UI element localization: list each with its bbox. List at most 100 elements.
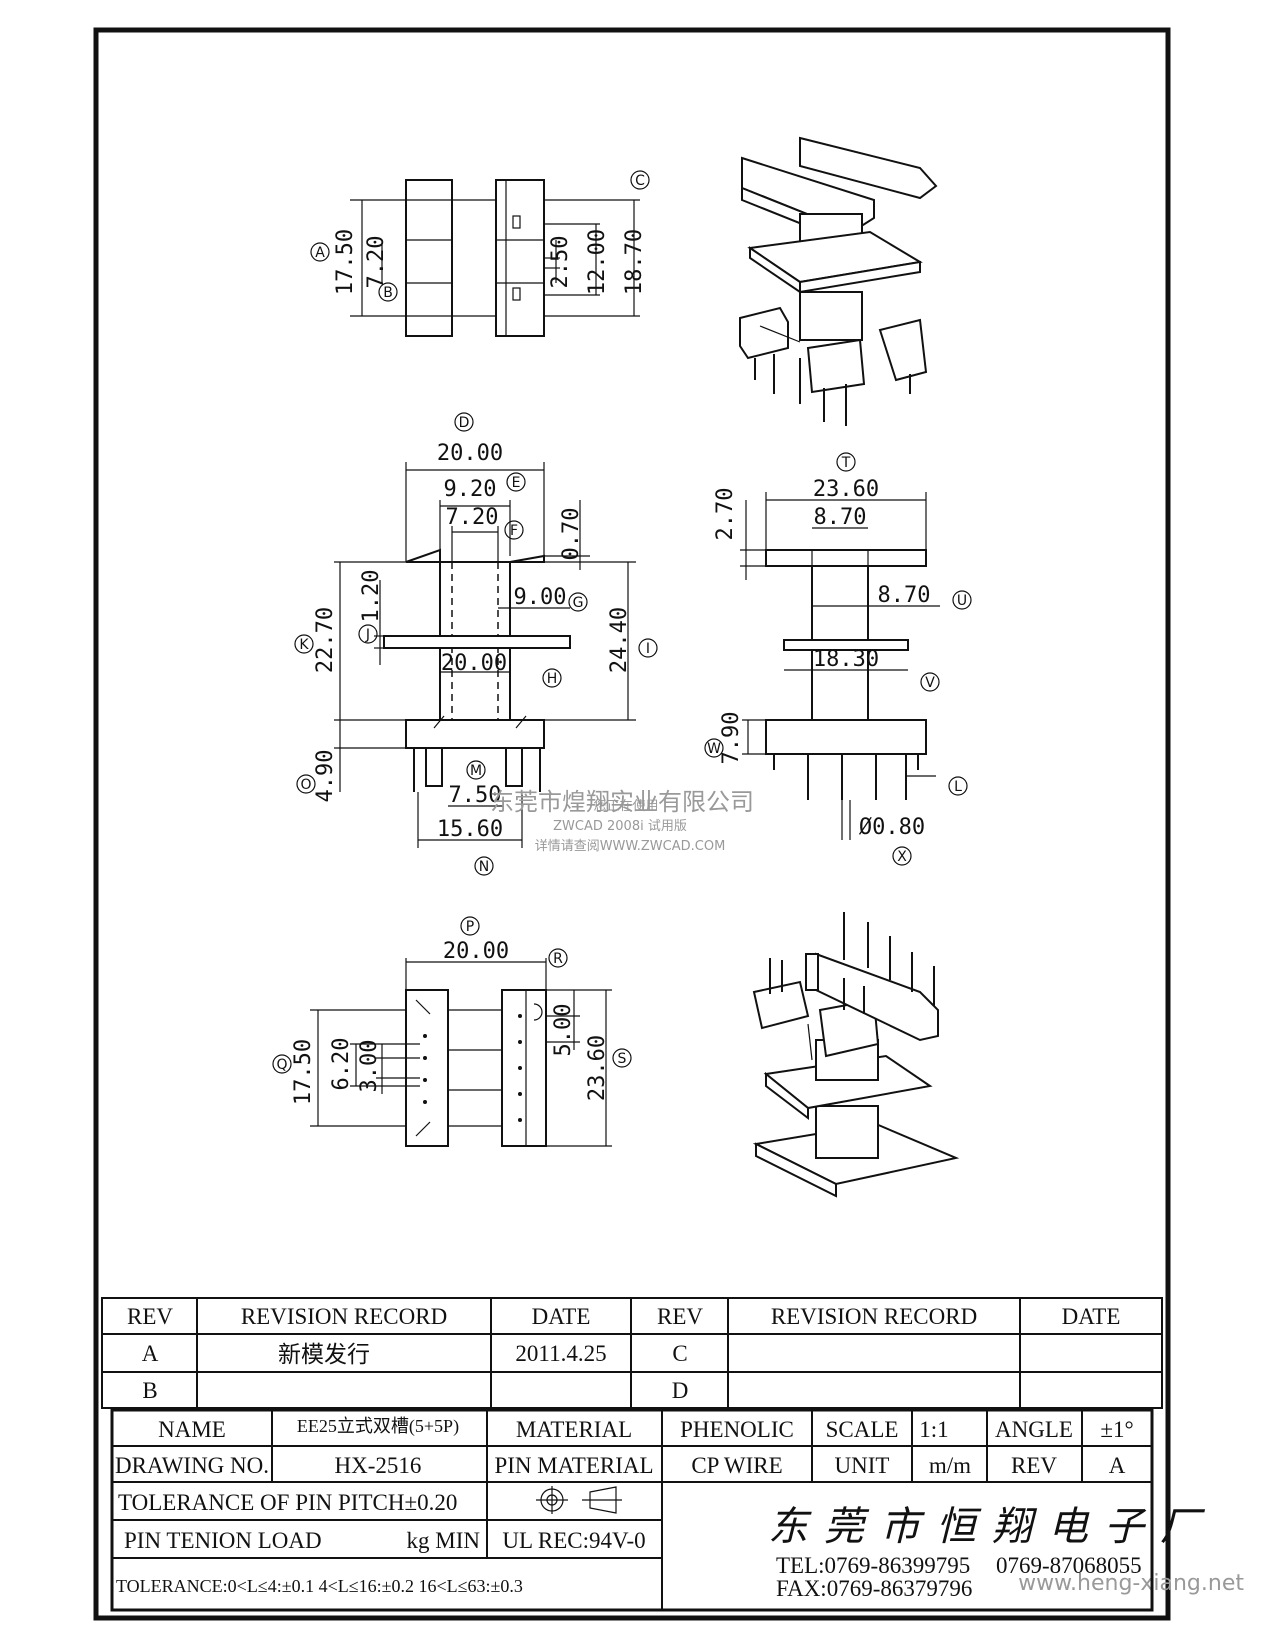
dim-20-00-mid: 20.00 [441, 651, 507, 676]
date-header-2: DATE [1062, 1304, 1121, 1329]
dim-0-70: 0.70 [559, 508, 584, 561]
material-value: PHENOLIC [680, 1417, 794, 1442]
dim-9-20: 9.20 [444, 477, 497, 502]
company-name: 东莞市恒翔电子厂 [768, 1504, 1216, 1550]
company-tel: TEL:0769-86399795 [776, 1553, 970, 1578]
label-u: U [957, 593, 967, 609]
dim-20-00-top: 20.00 [437, 441, 503, 466]
label-i: I [646, 641, 650, 657]
label-c: C [635, 173, 645, 189]
pin-tension-label: PIN TENION LOAD [124, 1528, 322, 1553]
rev-row-b: B [142, 1378, 157, 1403]
isometric-view-top [739, 136, 938, 426]
company-tel-2: 0769-87068055 [996, 1553, 1142, 1578]
dim-15-60: 15.60 [437, 817, 503, 842]
unit-label: UNIT [835, 1453, 890, 1478]
scale-value: 1:1 [919, 1417, 948, 1442]
label-x: X [897, 849, 907, 865]
dim-6-20: 6.20 [329, 1038, 354, 1091]
front-view: 20.00 9.20 7.20 0.70 1.20 9.00 22.70 24.… [294, 412, 658, 876]
label-f: F [510, 523, 518, 539]
label-h: H [547, 671, 558, 687]
dim-0-80: Ø0.80 [859, 815, 925, 840]
dim-4-90: 4.90 [313, 750, 338, 803]
label-w: W [707, 741, 721, 757]
general-tolerance: TOLERANCE:0<L≤4:±0.1 4<L≤16:±0.2 16<L≤63… [116, 1576, 523, 1596]
label-g: G [573, 595, 584, 611]
dim-3-00: 3.00 [357, 1040, 382, 1093]
rev-label: REV [1011, 1453, 1057, 1478]
dim-22-70: 22.70 [313, 607, 338, 673]
label-v: V [925, 675, 935, 691]
dim-12-00: 12.00 [585, 229, 610, 295]
dim-20-00: 20.00 [443, 939, 509, 964]
rev-row-d: D [672, 1378, 689, 1403]
unit-value: m/m [929, 1453, 971, 1478]
label-r: R [553, 951, 563, 967]
sheet-border [93, 27, 1171, 1621]
label-m: M [470, 763, 482, 779]
dim-7-90: 7.90 [719, 712, 744, 765]
name-value: EE25立式双槽(5+5P) [297, 1416, 459, 1437]
date-header-1: DATE [532, 1304, 591, 1329]
scale-label: SCALE [826, 1417, 899, 1442]
company-watermark: 东莞市煌翔实业有限公司 [490, 788, 754, 816]
dim-23-60: 23.60 [585, 1035, 610, 1101]
label-o: O [300, 777, 311, 793]
drawing-no-label: DRAWING NO. [115, 1453, 269, 1478]
pin-material-value: CP WIRE [691, 1453, 782, 1478]
dim-17-50: 17.50 [333, 229, 358, 295]
pin-pitch-tolerance: TOLERANCE OF PIN PITCH±0.20 [118, 1490, 457, 1515]
label-j: J [365, 627, 370, 643]
zwcad-watermark-line3: 详情请查阅WWW.ZWCAD.COM [535, 839, 726, 854]
label-k: K [299, 637, 309, 653]
zwcad-watermark-line2: ZWCAD 2008i 试用版 [553, 819, 687, 834]
revision-record-a: 新模发行 [278, 1342, 370, 1367]
label-e: E [512, 475, 521, 491]
material-label: MATERIAL [516, 1417, 632, 1442]
rev-row-c: C [672, 1341, 687, 1366]
dim-18-70: 18.70 [622, 229, 647, 295]
pin-material-label: PIN MATERIAL [494, 1453, 653, 1478]
dim-7-20: 7.20 [364, 236, 389, 289]
dim-17-50: 17.50 [291, 1039, 316, 1105]
dim-8-70-top: 8.70 [814, 505, 867, 530]
bottom-view: 20.00 5.00 17.50 6.20 3.00 23.60 P Q R S [272, 916, 632, 1147]
name-label: NAME [158, 1417, 226, 1442]
dim-1-20: 1.20 [359, 570, 384, 623]
rev-row-a: A [142, 1341, 159, 1366]
label-t: T [841, 455, 851, 471]
dim-5-00: 5.00 [551, 1004, 576, 1057]
isometric-view-bottom [752, 912, 960, 1198]
angle-value: ±1° [1100, 1417, 1133, 1442]
rev-value: A [1109, 1453, 1126, 1478]
label-s: S [618, 1051, 627, 1067]
dim-2-70: 2.70 [713, 488, 738, 541]
dim-24-40: 24.40 [607, 607, 632, 673]
side-view: 23.60 8.70 2.70 8.70 18.30 7.90 Ø0.80 T … [704, 452, 972, 866]
date-a: 2011.4.25 [515, 1341, 606, 1366]
top-view: 17.50 7.20 2.50 12.00 18.70 A B C [310, 170, 650, 337]
dim-8-70-mid: 8.70 [878, 583, 931, 608]
dim-2-50: 2.50 [548, 236, 573, 289]
projection-symbol-icon [536, 1486, 622, 1514]
revision-record-header-2: REVISION RECORD [771, 1304, 977, 1329]
dim-23-60: 23.60 [813, 477, 879, 502]
label-d: D [459, 415, 470, 431]
pin-tension-unit: kg MIN [407, 1528, 481, 1553]
revision-record-header-1: REVISION RECORD [241, 1304, 447, 1329]
revision-table: REV REVISION RECORD DATE REV REVISION RE… [101, 1297, 1163, 1409]
label-a: A [315, 245, 325, 261]
label-p: P [466, 919, 474, 935]
label-b: B [383, 285, 393, 301]
dim-18-30: 18.30 [813, 647, 879, 672]
ul-rating: UL REC:94V-0 [502, 1528, 645, 1553]
rev-header-1: REV [127, 1304, 173, 1329]
label-q: Q [276, 1057, 287, 1073]
dim-7-50: 7.50 [449, 783, 502, 808]
rev-header-2: REV [657, 1304, 703, 1329]
company-fax: FAX:0769-86379796 [776, 1576, 972, 1601]
dim-9-00: 9.00 [514, 585, 567, 610]
zwcad-watermark-line1: 您正在使用 [593, 798, 658, 814]
